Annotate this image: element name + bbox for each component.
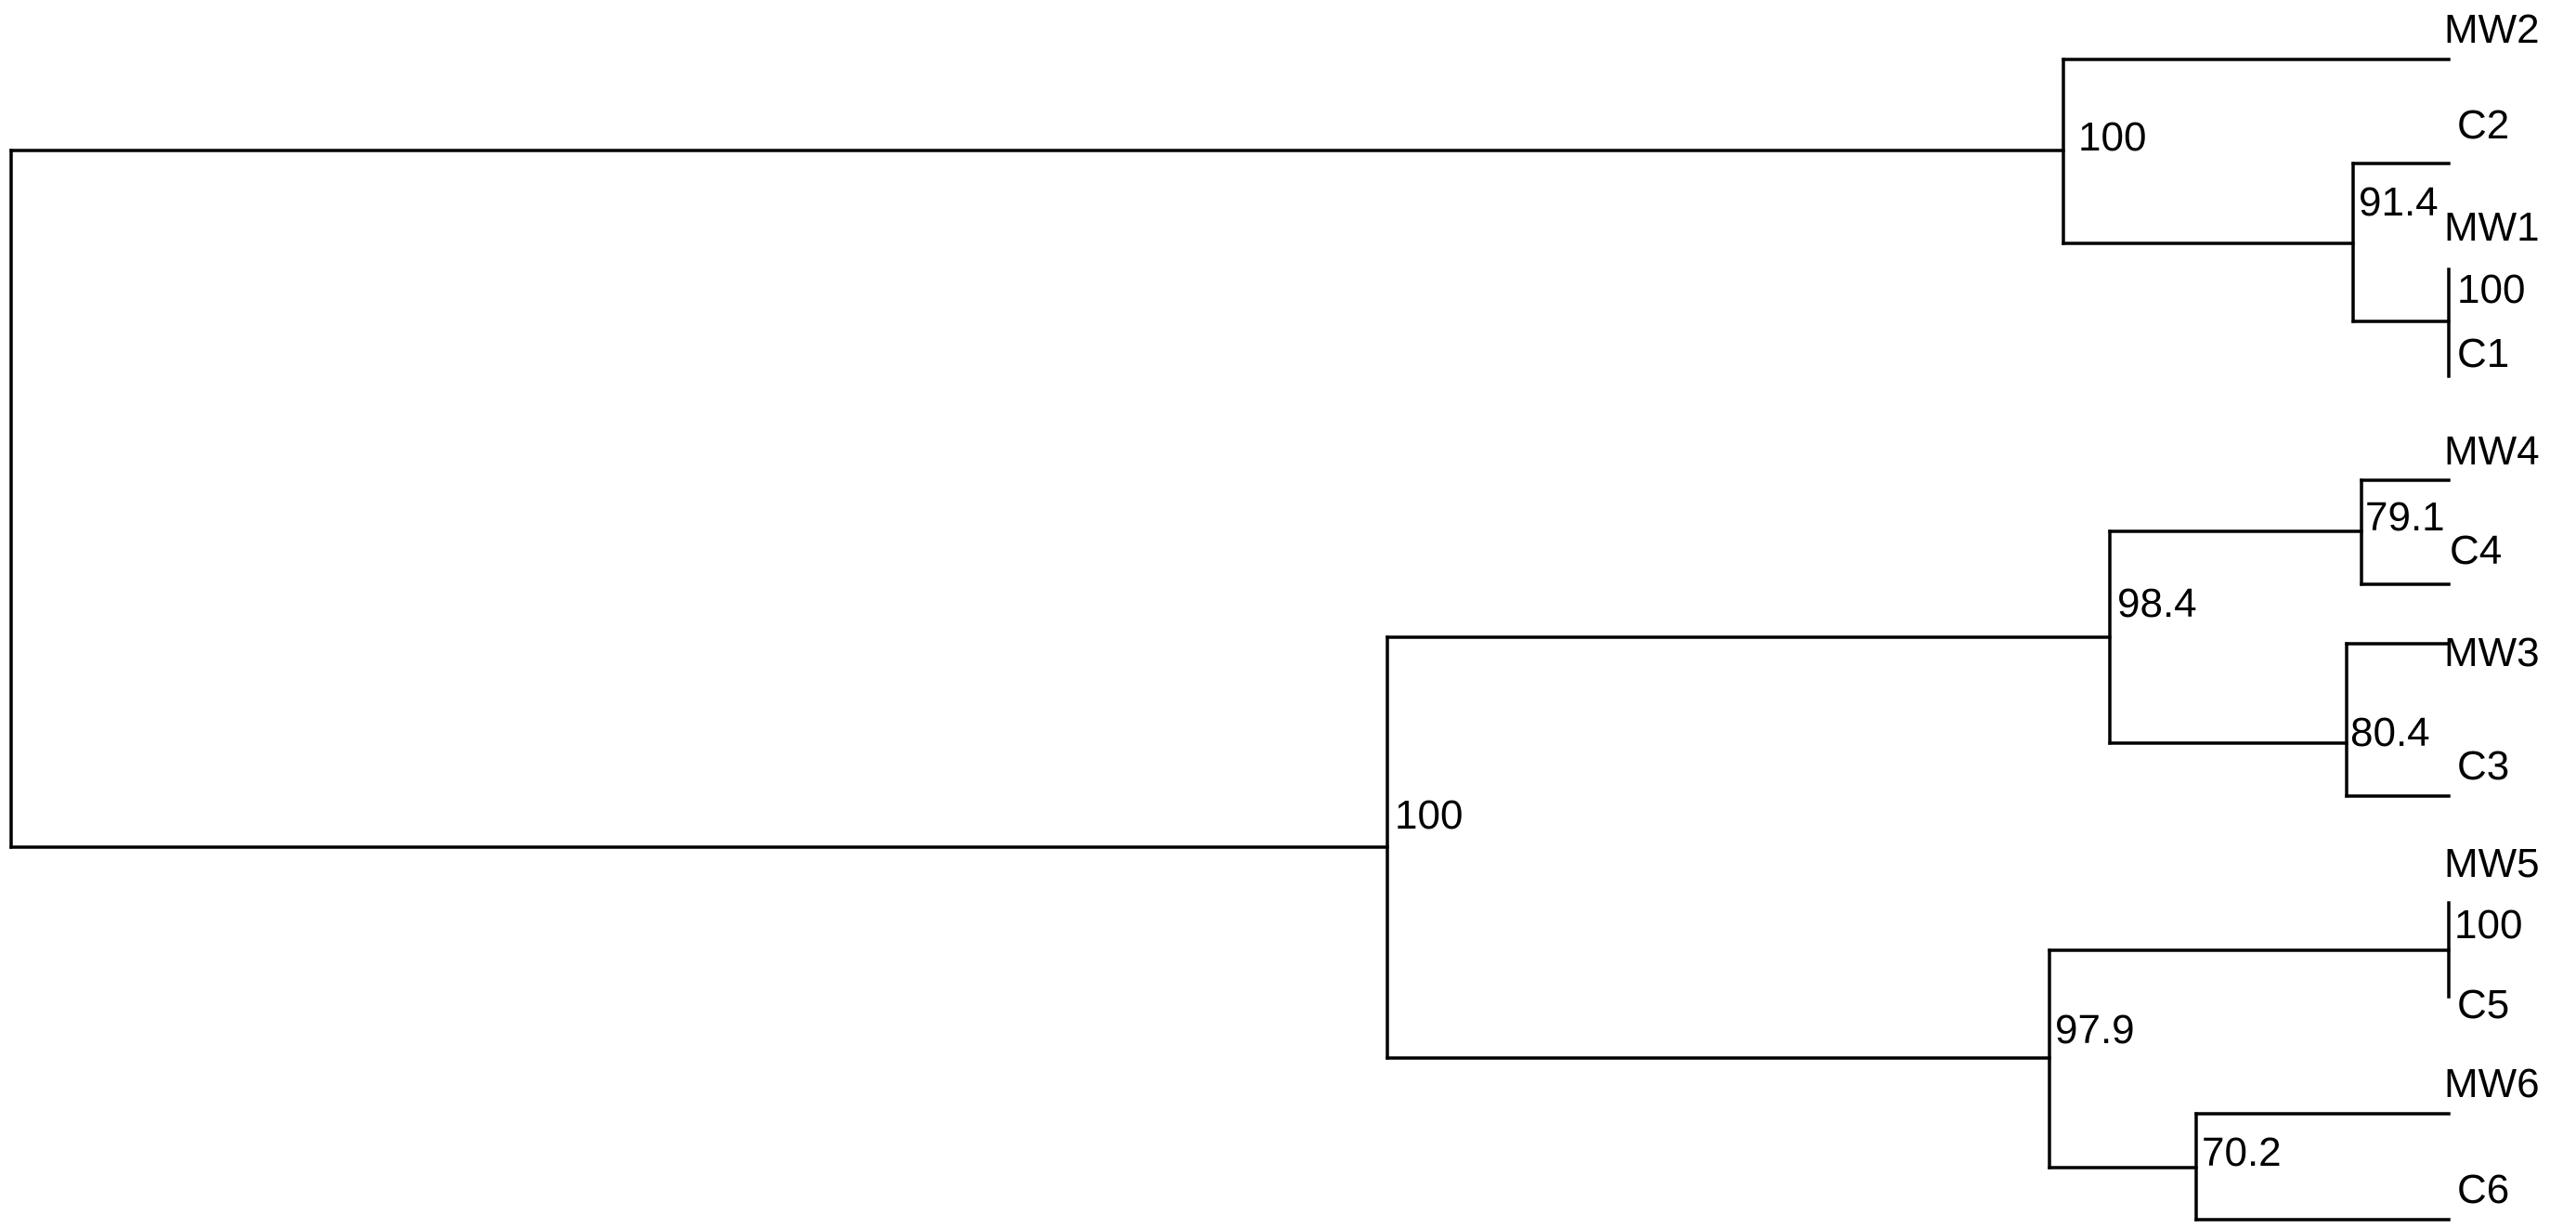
tip-label-c6: C6 — [2457, 1167, 2509, 1212]
support-value-c2-group: 91.4 — [2359, 179, 2439, 225]
tip-label-c5: C5 — [2457, 982, 2509, 1027]
tip-label-c1: C1 — [2457, 331, 2509, 376]
tip-label-mw4: MW4 — [2444, 428, 2540, 474]
tip-label-mw3: MW3 — [2444, 630, 2540, 675]
tip-label-c3: C3 — [2457, 743, 2509, 789]
support-value-mw5-c5: 100 — [2454, 902, 2522, 947]
support-value-lower: 100 — [1395, 792, 1463, 838]
tip-label-mw2: MW2 — [2444, 7, 2540, 52]
tip-label-mw5: MW5 — [2444, 841, 2540, 886]
support-value-mw1-c1: 100 — [2457, 267, 2525, 312]
tip-label-mw6: MW6 — [2444, 1061, 2540, 1106]
support-value-mw3-c3: 80.4 — [2350, 710, 2430, 755]
support-value-mw4-mw3: 98.4 — [2117, 581, 2197, 626]
tip-label-c4: C4 — [2450, 528, 2502, 573]
support-value-upper: 100 — [2078, 114, 2146, 160]
support-value-mw6-c6: 70.2 — [2202, 1130, 2282, 1175]
tip-label-c2: C2 — [2457, 102, 2509, 148]
support-value-mw5-mw6: 97.9 — [2055, 1007, 2135, 1052]
support-value-mw4-c4: 79.1 — [2365, 494, 2445, 540]
tip-label-mw1: MW1 — [2444, 204, 2540, 250]
